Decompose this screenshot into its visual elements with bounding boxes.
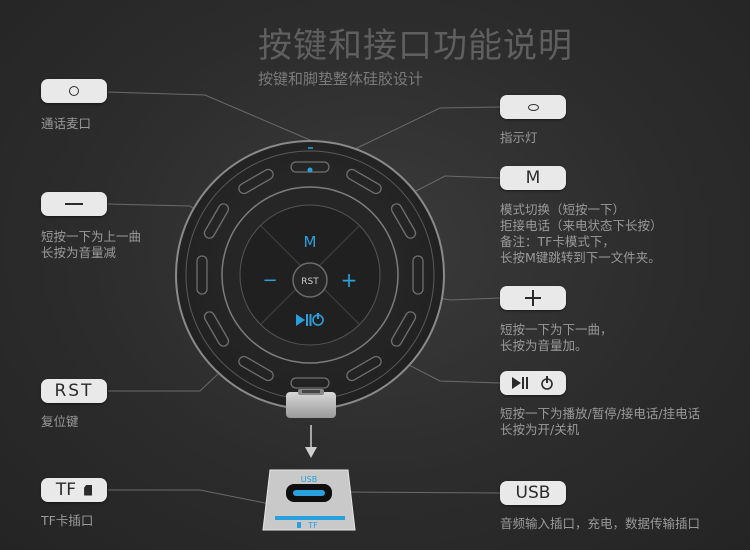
led-icon: [527, 103, 539, 111]
tf-label-box: TF: [41, 478, 107, 502]
playpause-desc-line2: 长按为开/关机: [500, 422, 580, 437]
port-tf-text: TF: [307, 521, 318, 530]
rst-label-box: RST: [41, 379, 107, 403]
grille-slot: [346, 355, 382, 382]
grille-slot: [238, 168, 274, 195]
minus-desc-line1: 短按一下为上一曲: [41, 229, 142, 244]
plus-label-box: [500, 286, 566, 310]
leader-mic: [107, 91, 311, 141]
minus-key-label: −: [262, 270, 277, 291]
grille-slot: [390, 311, 417, 347]
play-pause-power-label-icon: [512, 376, 553, 390]
grille-slot: [203, 311, 230, 347]
minus-icon: [65, 203, 83, 205]
sd-card-icon: [84, 484, 93, 496]
tf-desc: TF卡插口: [41, 513, 94, 528]
plus-desc-line2: 长按为音量加。: [500, 338, 588, 353]
tf-slot: [275, 516, 345, 520]
grille-slot: [196, 255, 208, 295]
grille-slot: [238, 355, 274, 382]
plus-key-label: +: [341, 268, 358, 292]
m-desc-line2: 拒接电话（来电状态下长按）: [500, 218, 663, 233]
page-title: 按键和接口功能说明: [258, 26, 573, 66]
leader-tf: [108, 489, 276, 506]
mic-circle-icon: [69, 86, 79, 96]
playpause-desc-line1: 短按一下为播放/暂停/接电话/挂电话: [500, 406, 701, 421]
rst-key-label: RST: [301, 277, 319, 287]
plus-icon: [525, 290, 541, 306]
m-desc-line1: 模式切换（短按一下）: [500, 202, 626, 217]
leader-indicator: [327, 106, 501, 163]
rst-desc: 复位键: [41, 414, 79, 429]
m-desc-line4: 长按M键跳转到下一文件夹。: [500, 250, 661, 265]
mic-label-box: [41, 79, 107, 103]
grille-slot: [203, 203, 230, 239]
playpause-desc: 短按一下为播放/暂停/接电话/挂电话 长按为开/关机: [500, 406, 700, 438]
indicator-led: [307, 167, 313, 173]
indicator-desc: 指示灯: [500, 130, 538, 145]
minus-desc: 短按一下为上一曲 长按为音量减: [41, 229, 141, 261]
minus-label-box: [41, 192, 107, 216]
port-usb-text: USB: [301, 475, 317, 484]
indicator-label-box: [500, 95, 566, 119]
port-panel: USB TF: [262, 469, 356, 531]
grille-slot: [412, 255, 424, 295]
m-key-label: M: [304, 233, 317, 251]
plus-desc: 短按一下为下一曲， 长按为音量加。: [500, 322, 613, 354]
grille-slot: [290, 377, 330, 389]
grille-slot: [390, 203, 417, 239]
tf-label-text: TF: [55, 480, 77, 500]
page-subtitle: 按键和脚垫整体硅胶设计: [258, 70, 424, 88]
minus-desc-line2: 长按为音量减: [41, 245, 117, 260]
rst-key-ring: [292, 262, 328, 298]
plus-desc-line1: 短按一下为下一曲，: [500, 322, 613, 337]
leader-usb: [344, 491, 501, 494]
play-pause-power-icon: [296, 313, 324, 326]
m-desc-line3: 备注：TF卡模式下，: [500, 234, 615, 249]
m-desc: 模式切换（短按一下） 拒接电话（来电状态下长按） 备注：TF卡模式下， 长按M键…: [500, 202, 663, 266]
mic-desc: 通话麦口: [41, 116, 92, 131]
usb-label-box: USB: [500, 481, 566, 505]
usb-desc: 音频输入插口，充电，数据传输插口: [500, 516, 701, 531]
playpause-label-box: [500, 371, 566, 395]
down-arrow-icon: [305, 447, 317, 458]
speaker-foot: [286, 389, 336, 418]
grille-slot: [346, 168, 382, 195]
m-label-box: M: [500, 166, 566, 190]
